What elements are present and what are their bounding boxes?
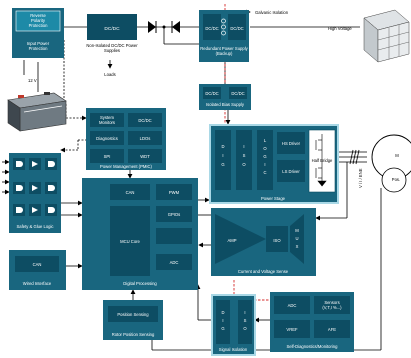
si-dig-3: G	[221, 326, 224, 331]
dcdc-label: DC/DC	[104, 26, 120, 32]
motor-icon	[371, 134, 411, 193]
reverse-polarity-text-1: Reverse	[30, 13, 46, 18]
reverse-polarity-text-2: Polarity	[31, 18, 46, 23]
dp-adc: ADC	[170, 260, 179, 265]
pmic-wdt: WDT	[140, 154, 150, 159]
signal-isolation-caption: Signal Isolation	[219, 347, 248, 352]
wired-can: CAN	[33, 262, 42, 267]
digital-processing-block[interactable]: CAN PWM MCU Core GPIOs ADC Digital Proce…	[82, 178, 198, 290]
rotor-position-sensing-caption: Rotor Position Sensing	[112, 332, 155, 337]
diode-icon	[148, 21, 200, 45]
pmic-system-monitors-2: Monitors	[99, 120, 115, 125]
isolated-bias-caption: Isolated Bias Supply	[206, 102, 245, 107]
diag-vref: VREF	[286, 327, 298, 332]
phase-labels: V / I / ENE	[358, 168, 363, 188]
redundant-dcdc-right: DC/DC	[230, 26, 243, 31]
reverse-polarity-text-3: Protection	[29, 23, 49, 28]
battery-icon	[7, 92, 67, 132]
half-bridge-label: Half Bridge	[312, 158, 333, 163]
signal-isolation-block[interactable]: D I G I S O Signal Isolation	[211, 294, 256, 356]
sense-mux-1: M	[295, 228, 299, 233]
redundant-dcdc-left: DC/DC	[205, 26, 218, 31]
dp-pwm: PWM	[169, 190, 180, 195]
pmic-diagnostics: Diagnostics	[96, 136, 118, 141]
ps-logic-3: G	[263, 154, 266, 159]
safety-glue-caption: Safety & Glue Logic	[16, 224, 53, 229]
dp-gpios: GPIOs	[168, 212, 181, 217]
position-sensing-label: Position Sensing	[117, 312, 149, 317]
ps-iso-3: O	[242, 162, 246, 167]
logic-gate-icon	[13, 158, 57, 216]
bias-dcdc-right: DC/DC	[231, 91, 244, 96]
redundant-caption-2: (Backup)	[216, 51, 233, 56]
pmic-caption: Power Management (PMIC)	[100, 164, 153, 169]
ps-logic-5: C	[263, 170, 266, 175]
dp-mcu-core: MCU Core	[120, 239, 140, 244]
ps-hs-driver: HS Driver	[282, 141, 301, 146]
ps-dig-3: G	[221, 162, 224, 167]
position-sensor-label: Pos.	[392, 177, 400, 182]
wired-interface-caption: Wired Interface	[23, 281, 52, 286]
galvanic-isolation-label: Galvanic Isolation	[255, 10, 289, 15]
pmic-system-monitors-1: System	[100, 115, 114, 120]
si-iso-3: O	[243, 326, 247, 331]
bias-dcdc-left: DC/DC	[205, 91, 218, 96]
non-isolated-dcdc-caption-2: Supplies	[104, 48, 120, 53]
amp-label: AMP	[227, 238, 236, 243]
dp-can: CAN	[126, 190, 135, 195]
ps-logic-4: I	[264, 162, 265, 167]
motor-label: M	[395, 153, 399, 158]
input-power-protection-line-1: Input Power	[27, 41, 50, 46]
diag-sensors-1: Sensors	[324, 300, 339, 305]
pmic-spi: SPI	[104, 154, 111, 159]
sense-iso-label: ISO	[273, 238, 281, 243]
loads-label: Loads	[104, 72, 115, 77]
non-isolated-dcdc-block[interactable]: DC/DC	[87, 14, 137, 40]
self-diagnostics-block[interactable]: ADC Sensors (V,T,I %...) VREF AFE Self-D…	[270, 292, 354, 352]
sense-mux-2: U	[295, 236, 298, 241]
current-voltage-sense-block[interactable]: AMP ISO M U X Current and Voltage Sense	[211, 208, 316, 276]
pmic-dcdc: DC/DC	[138, 118, 151, 123]
non-isolated-dcdc-caption-1: Non-Isolated DC/DC Power	[86, 43, 138, 48]
transformer-icon	[221, 18, 226, 36]
half-bridge-icon	[315, 134, 327, 187]
battery-voltage-label: 12 V	[28, 78, 37, 83]
high-voltage-label: High Voltage	[328, 26, 352, 31]
digital-processing-caption: Digital Processing	[123, 281, 157, 286]
self-diagnostics-caption: Self-Diagnostics/Monitoring	[287, 344, 339, 349]
power-stage-block[interactable]: D I G I S O L O G I C HS Driver LS Drive…	[209, 124, 339, 204]
high-voltage-battery-icon	[363, 9, 410, 63]
si-dig-2: I	[222, 318, 223, 323]
phase-hash-marks	[349, 149, 360, 165]
diag-sensors-2: (V,T,I %...)	[322, 305, 342, 310]
ps-dig-2: I	[222, 153, 223, 158]
redundant-caption-1: Redundant Power Supply	[200, 46, 248, 51]
ps-iso-2: S	[243, 153, 246, 158]
isolated-bias-supply-block[interactable]: DC/DC DC/DC Isolated Bias Supply	[199, 84, 251, 110]
current-voltage-sense-caption: Current and Voltage Sense	[238, 269, 289, 274]
reverse-polarity-inner	[15, 10, 61, 32]
ps-logic-2: O	[263, 146, 267, 151]
rotor-position-sensing-block[interactable]: Position Sensing Rotor Position Sensing	[103, 300, 163, 340]
si-dig-1: D	[221, 310, 224, 315]
diag-adc: ADC	[288, 303, 297, 308]
ps-dig-1: D	[221, 144, 224, 149]
sense-mux-3: X	[296, 244, 299, 249]
pmic-block[interactable]: System Monitors DC/DC Diagnostics LDOs S…	[86, 108, 166, 170]
diag-afe: AFE	[328, 327, 336, 332]
pmic-ldos: LDOs	[140, 136, 151, 141]
ps-iso-1: I	[243, 144, 244, 149]
si-iso-1: I	[244, 310, 245, 315]
safety-glue-logic-block[interactable]: Safety & Glue Logic	[9, 153, 61, 233]
redundant-power-supply-block[interactable]: DC/DC DC/DC Redundant Power Supply (Back…	[199, 10, 249, 62]
power-stage-caption: Power Stage	[261, 196, 286, 201]
si-iso-2: S	[244, 318, 247, 323]
ps-ls-driver: LS Driver	[282, 169, 300, 174]
ps-logic-1: L	[264, 138, 267, 143]
wired-interface-block[interactable]: CAN Wired Interface	[9, 250, 66, 290]
input-power-protection-line-2: Protection	[29, 46, 49, 51]
